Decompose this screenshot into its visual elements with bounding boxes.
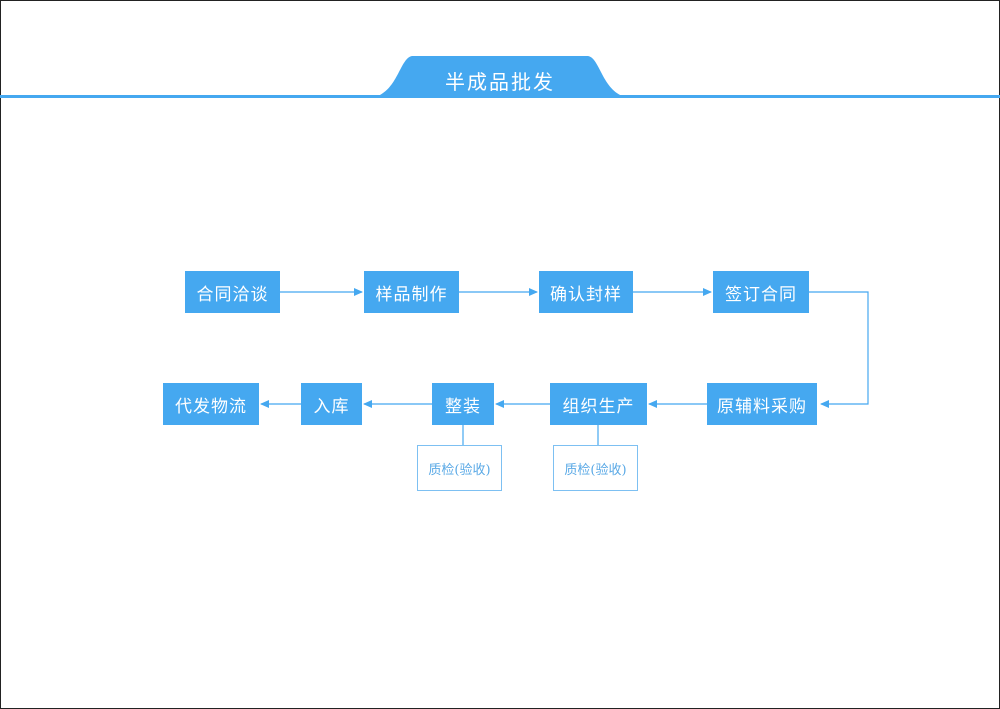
page-title: 半成品批发 <box>445 70 555 94</box>
step-warehousing: 入库 <box>301 383 362 425</box>
step-logistics: 代发物流 <box>163 383 259 425</box>
quality-check-assembly: 质检(验收) <box>417 445 502 491</box>
title-tab <box>375 56 625 97</box>
step-sign-contract: 签订合同 <box>713 271 809 313</box>
arrow-4 <box>809 291 869 408</box>
step-assembly: 整装 <box>432 383 494 425</box>
step-contract-negotiation: 合同洽谈 <box>185 271 280 313</box>
quality-check-production: 质检(验收) <box>553 445 638 491</box>
step-organize-production: 组织生产 <box>550 383 647 425</box>
step-sample-making: 样品制作 <box>364 271 459 313</box>
step-material-purchase: 原辅料采购 <box>707 383 817 425</box>
step-confirm-sample: 确认封样 <box>539 271 633 313</box>
header-rule <box>0 95 1000 98</box>
